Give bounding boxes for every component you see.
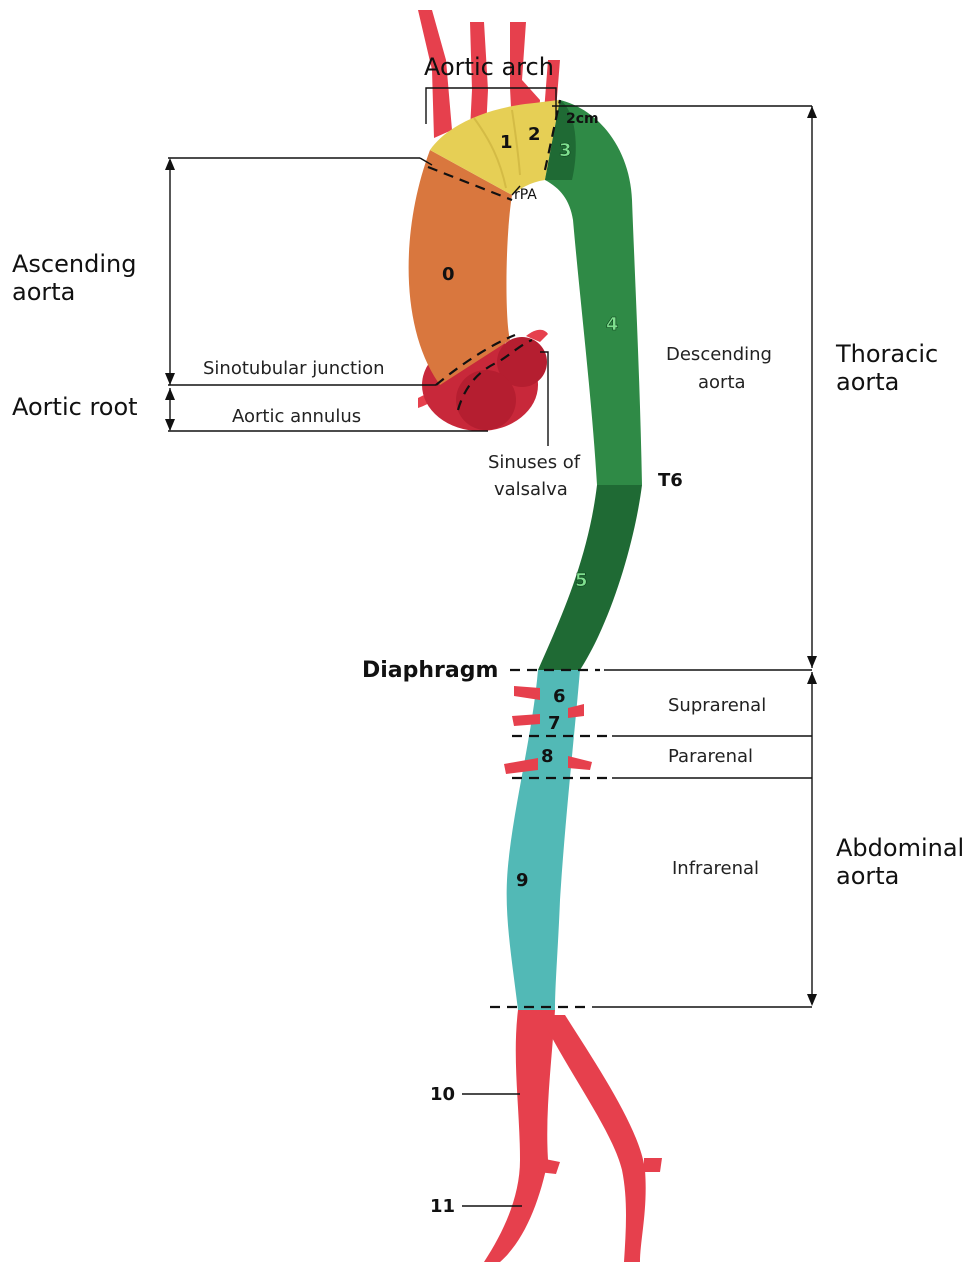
infrarenal-label: Infrarenal bbox=[672, 858, 759, 879]
segment-6-label: 6 bbox=[553, 686, 566, 707]
segment-8-label: 8 bbox=[541, 746, 554, 767]
pararenal-label: Pararenal bbox=[668, 746, 753, 767]
aortic-root-label: Aortic root bbox=[12, 393, 138, 421]
thoracic-aorta-label-line1: Thoracic bbox=[835, 340, 938, 368]
suprarenal-label: Suprarenal bbox=[668, 695, 766, 716]
sinuses-label-line2: valsalva bbox=[494, 479, 568, 500]
segment-4-label: 4 bbox=[606, 314, 619, 335]
segment-1-label: 1 bbox=[500, 132, 513, 153]
segment-0-label: 0 bbox=[442, 264, 455, 285]
descending-aorta-lower-shape bbox=[538, 485, 642, 670]
segment-2-label: 2 bbox=[528, 124, 541, 145]
abdominal-aorta-label-line1: Abdominal bbox=[836, 834, 964, 862]
diaphragm-label: Diaphragm bbox=[362, 658, 498, 683]
sinuses-label-line1: Sinuses of bbox=[488, 452, 581, 473]
segment-3-label: 3 bbox=[559, 140, 572, 161]
two-cm-label: 2cm bbox=[566, 111, 599, 127]
descending-aorta-label-line1: Descending bbox=[666, 344, 772, 365]
rpa-label: rPA bbox=[514, 187, 537, 203]
segment-7-label: 7 bbox=[548, 713, 561, 734]
descending-aorta-label-line2: aorta bbox=[698, 372, 746, 393]
segment-5-label: 5 bbox=[575, 570, 588, 591]
aortic-arch-label: Aortic arch bbox=[424, 53, 554, 81]
t6-label: T6 bbox=[658, 470, 683, 491]
abdominal-aorta-label-line2: aorta bbox=[836, 862, 899, 890]
sinotubular-junction-label: Sinotubular junction bbox=[203, 358, 385, 379]
ascending-aorta-label-line2: aorta bbox=[12, 278, 75, 306]
segment-11-label: 11 bbox=[430, 1196, 455, 1217]
aortic-annulus-label: Aortic annulus bbox=[232, 406, 361, 427]
segment-9-label: 9 bbox=[516, 870, 529, 891]
thoracic-aorta-label-line2: aorta bbox=[836, 368, 899, 396]
segment-10-label: 10 bbox=[430, 1084, 455, 1105]
ascending-aorta-label-line1: Ascending bbox=[12, 250, 136, 278]
iliac-arteries bbox=[484, 1010, 662, 1262]
